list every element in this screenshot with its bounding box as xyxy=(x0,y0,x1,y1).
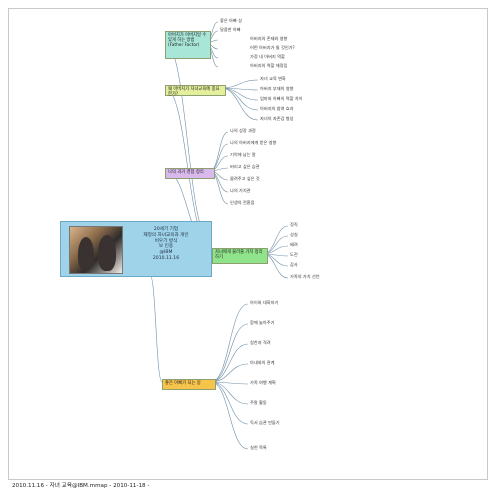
leaf-node[interactable]: 함께 놀아주기 xyxy=(250,320,275,325)
connector-line xyxy=(149,274,163,383)
leaf-node[interactable]: 인생의 전환점 xyxy=(230,200,255,205)
leaf-node[interactable]: 가족 여행 계획 xyxy=(250,380,276,385)
connector-line xyxy=(210,343,249,383)
connector-line xyxy=(220,79,259,89)
branch-good-father[interactable]: 좋은 아빠가 되는 길 xyxy=(162,379,216,390)
leaf-node[interactable]: 아버지의 역할 재정립 xyxy=(250,63,288,68)
connector-line xyxy=(210,303,249,383)
person-right-figure xyxy=(98,235,116,271)
central-line: 비우기 방식 xyxy=(154,238,178,244)
leaf-node[interactable]: 달콤한 아빠 xyxy=(220,27,241,32)
leaf-node[interactable]: 독서 습관 만들기 xyxy=(250,420,280,425)
person-left-figure xyxy=(78,237,94,271)
connector-line xyxy=(210,323,249,383)
leaf-node[interactable]: 실천 목록 xyxy=(250,445,267,450)
leaf-node[interactable]: 아버지의 참여 효과 xyxy=(260,106,294,111)
leaf-node[interactable]: 가정 내 아버지 역할 xyxy=(250,54,285,59)
connector-line xyxy=(164,42,211,241)
connector-line xyxy=(220,87,259,121)
leaf-node[interactable]: 좋은 아빠 상 xyxy=(220,18,242,23)
leaf-node[interactable]: 칭찬과 격려 xyxy=(250,340,271,345)
leaf-node[interactable]: 자녀 교육 변화 xyxy=(260,76,286,81)
central-topic[interactable]: 20세기 기업 재정의 자녀교육과 개인 비우기 방식 보 인용 @IBM 20… xyxy=(60,221,212,277)
leaf-node[interactable]: 나의 아버지에게 받은 영향 xyxy=(230,140,277,145)
branch-father-factor[interactable]: 아버지가 아버지일 수 있게 하는 방법 (Father Factor) xyxy=(165,31,211,59)
leaf-node[interactable]: 엄마와 아빠의 역할 차이 xyxy=(260,96,303,101)
leaf-node[interactable]: 성실 xyxy=(290,232,298,237)
connector-line xyxy=(220,87,259,111)
central-line: 보 인용 xyxy=(158,244,174,250)
footer-caption: 2010.11.16 - 자녀 교육@IBM.mmap - 2010-11-18… xyxy=(12,483,150,489)
central-line: 2010.11.16 xyxy=(152,255,180,261)
central-photo xyxy=(69,226,123,274)
central-line: @IBM xyxy=(159,250,173,256)
leaf-node[interactable]: 기억에 남는 말 xyxy=(230,152,256,157)
connector-line xyxy=(209,131,229,172)
leaf-node[interactable]: 물려주고 싶은 것 xyxy=(230,176,260,181)
leaf-node[interactable]: 버리고 싶은 습관 xyxy=(230,164,260,169)
leaf-node[interactable]: 나의 가치관 xyxy=(230,188,251,193)
leaf-node[interactable]: 배려 xyxy=(290,242,298,247)
leaf-node[interactable]: 어떤 아버지가 될 것인가? xyxy=(250,45,295,50)
leaf-node[interactable]: 가족의 가치 선언 xyxy=(290,274,320,279)
leaf-node[interactable]: 감사 xyxy=(290,262,298,267)
connector-line xyxy=(210,381,249,405)
leaf-node[interactable]: 도전 xyxy=(290,252,298,257)
connector-line xyxy=(210,381,249,450)
leaf-node[interactable]: 아내와의 관계 xyxy=(250,360,275,365)
leaf-node[interactable]: 아버지 부재의 영향 xyxy=(260,86,294,91)
central-topic-text: 20세기 기업 재정의 자녀교육과 개인 비우기 방식 보 인용 @IBM 20… xyxy=(127,227,205,262)
leaf-node[interactable]: 정직 xyxy=(290,222,298,227)
central-line: 재정의 자녀교육과 개인 xyxy=(143,232,189,238)
central-line: 20세기 기업 xyxy=(153,227,179,232)
leaf-node[interactable]: 나의 성장 과정 xyxy=(230,128,256,133)
leaf-node[interactable]: 자녀의 자존감 형성 xyxy=(260,116,294,121)
leaf-node[interactable]: 아이와 대화하기 xyxy=(250,300,279,305)
branch-values[interactable]: 자녀에게 물려줄 가치 정리하기 xyxy=(212,248,268,264)
leaf-node[interactable]: 아버지의 존재와 영향 xyxy=(250,36,288,41)
leaf-node[interactable]: 주말 활동 xyxy=(250,400,267,405)
branch-why-father[interactable]: 왜 아버지가 자녀교육에 중요한가? xyxy=(165,85,226,97)
connector-line xyxy=(209,143,229,172)
branch-past-experience[interactable]: 나의 과거 경험 정리 xyxy=(165,168,215,179)
